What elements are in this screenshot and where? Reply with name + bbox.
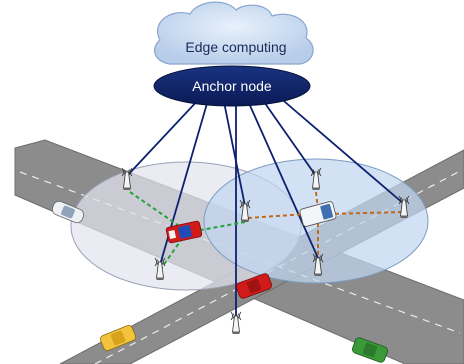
v2i-link-left-top	[129, 191, 183, 229]
anchor-node-label: Anchor node	[192, 78, 272, 94]
v2i-link-right-far	[327, 211, 403, 215]
anchor-node: Anchor node	[153, 65, 311, 107]
car-icon	[352, 337, 388, 363]
v2i-link-center	[189, 221, 246, 233]
car-icon	[51, 200, 85, 224]
car-icon	[299, 201, 337, 227]
link-to-bs-right-mid	[247, 100, 319, 259]
car-icon	[236, 273, 272, 299]
edge-computing-label: Edge computing	[185, 39, 286, 55]
edge-computing-cloud: Edge computing	[153, 1, 314, 65]
link-to-bs-left-top	[126, 97, 201, 177]
green-dashed-links	[129, 191, 246, 271]
link-to-bs-center	[223, 101, 246, 207]
link-to-bs-right-far	[277, 95, 405, 205]
lane-marking-vertical	[94, 169, 463, 364]
link-to-bs-right-top	[261, 98, 317, 177]
car-icon	[100, 325, 136, 351]
v2i-link-center-right	[247, 213, 307, 219]
car-icon	[165, 220, 203, 244]
anchor-links	[126, 95, 405, 318]
vehicles	[51, 200, 388, 363]
